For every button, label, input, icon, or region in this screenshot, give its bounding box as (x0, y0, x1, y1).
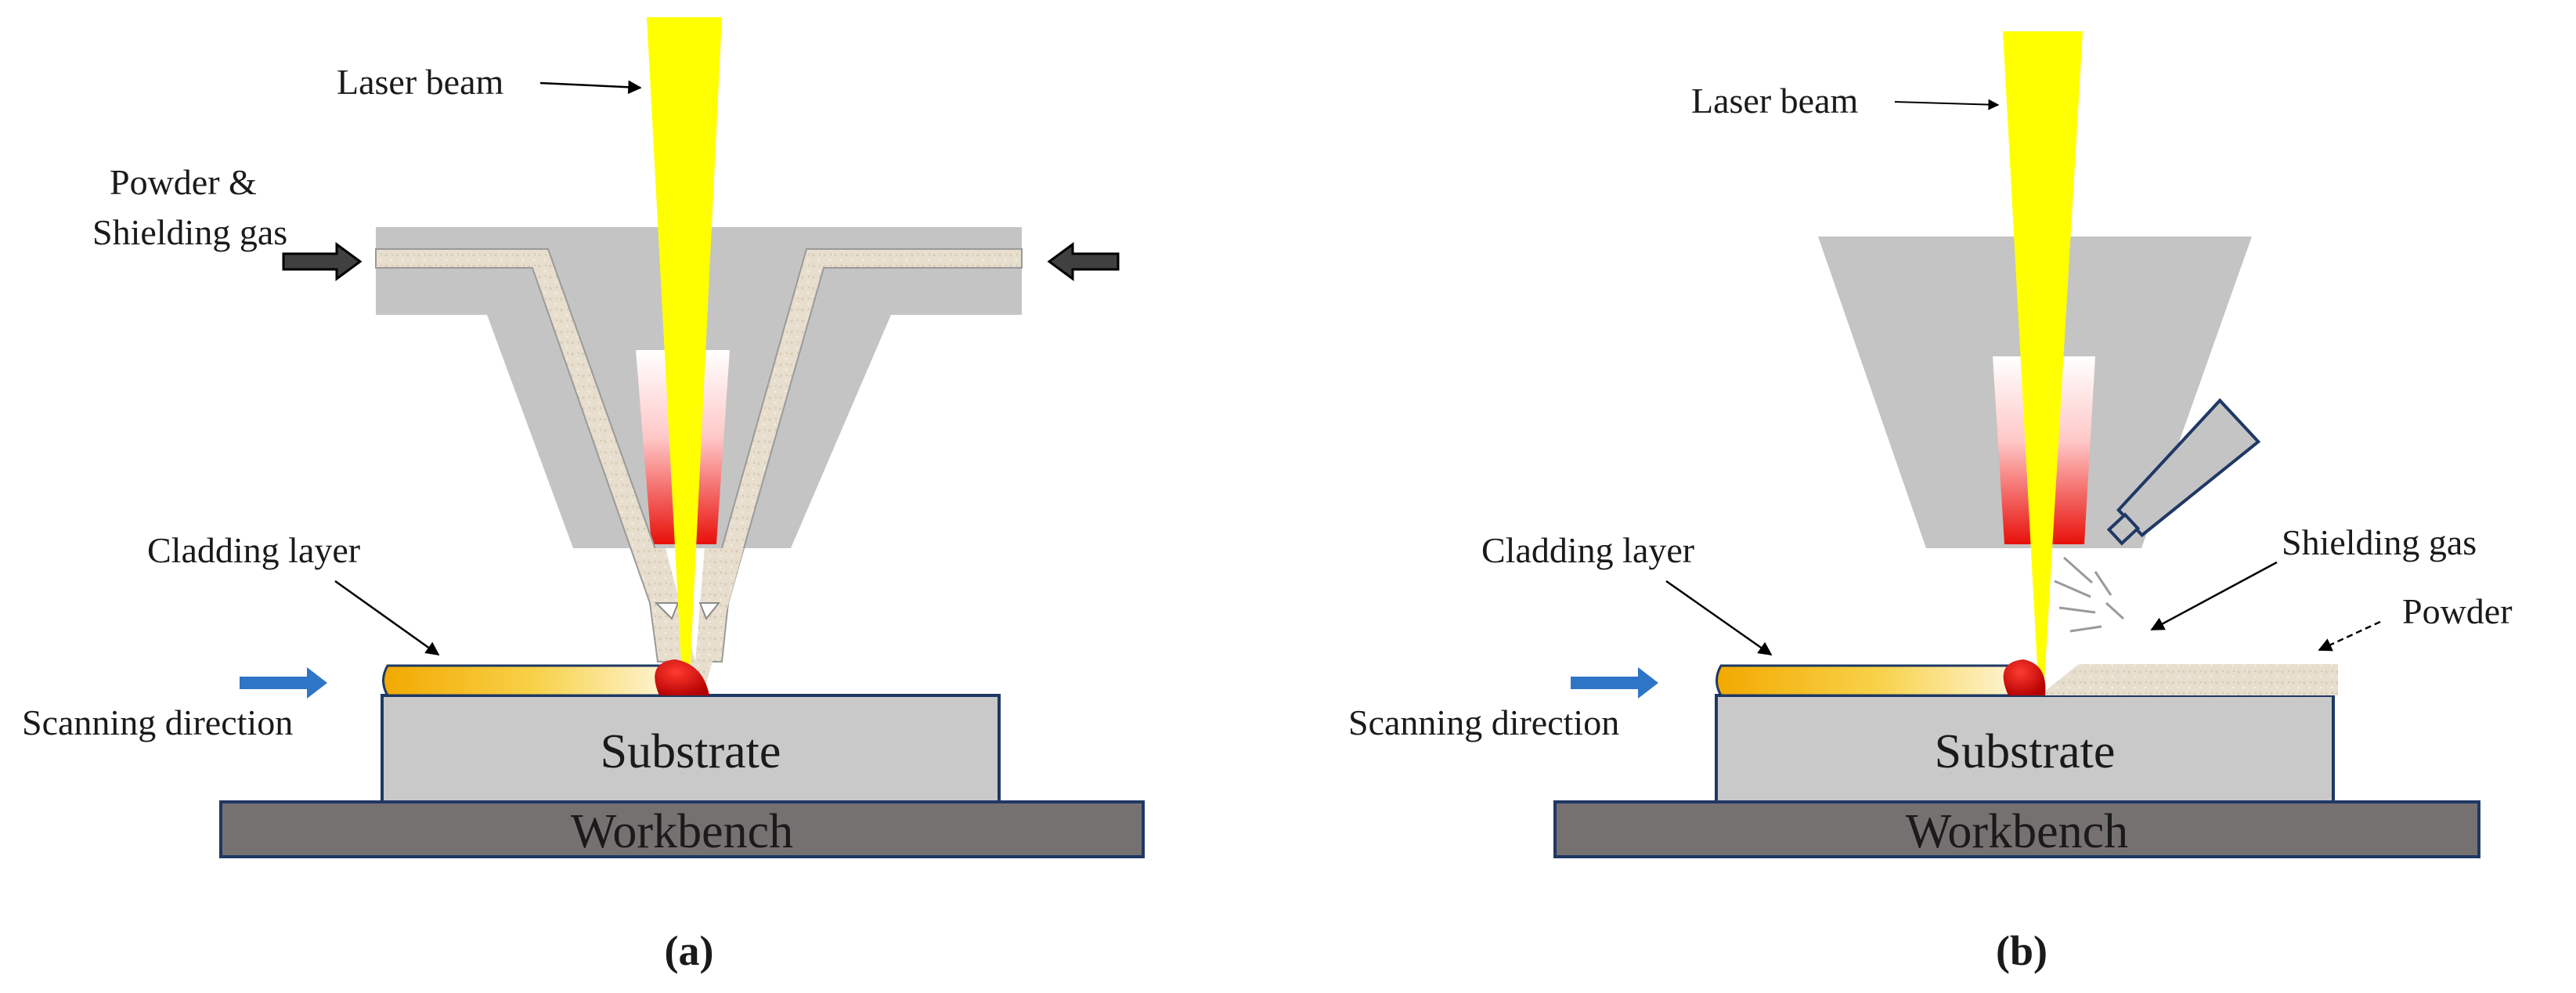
scanning-direction-label-a: Scanning direction (22, 702, 293, 742)
laser-beam-label-b: Laser beam (1691, 81, 1858, 121)
scan-arrow-b (1571, 667, 1658, 699)
workbench-b: Workbench (1553, 800, 2480, 858)
powder-label: Powder (2402, 591, 2513, 631)
melt-pool-a (655, 659, 709, 695)
panel-b: Workbench Substrate (1348, 31, 2513, 974)
powder-stream-a (636, 548, 744, 689)
panel-a: Workbench Substrate Laser (22, 17, 1145, 974)
inlet-arrow-right (1047, 242, 1120, 281)
cladding-layer-b (1716, 664, 2012, 697)
gas-streaks (2054, 556, 2125, 633)
powder-bed (2040, 664, 2338, 695)
shielding-gas-nozzle (2106, 398, 2261, 546)
caption-b: (b) (1996, 927, 2047, 974)
workbench-label-a: Workbench (571, 805, 793, 858)
laser-pointer-b (1894, 99, 2000, 110)
substrate-a: Substrate (381, 694, 1001, 803)
workbench-label-b: Workbench (1906, 805, 2128, 858)
cladding-layer-a (382, 664, 663, 697)
laser-beam-label-a: Laser beam (337, 62, 503, 102)
powder-channel-right (703, 248, 1023, 663)
caption-a: (a) (665, 927, 714, 974)
substrate-label-b: Substrate (1935, 725, 2116, 778)
scan-arrow-a (240, 667, 327, 699)
powder-gas-label-line2: Shielding gas (92, 212, 287, 252)
substrate-label-a: Substrate (601, 725, 781, 778)
laser-beam-b (2003, 31, 2083, 695)
scanning-direction-label-b: Scanning direction (1348, 702, 1619, 742)
laser-pointer-a (539, 80, 642, 95)
shielding-gas-label: Shielding gas (2282, 522, 2477, 562)
inlet-arrow-left (282, 242, 363, 281)
substrate-b: Substrate (1715, 694, 2335, 803)
shielding-gas-pointer (2150, 561, 2278, 631)
workbench-a: Workbench (219, 800, 1145, 858)
powder-pointer (2318, 620, 2381, 652)
cladding-pointer-a (334, 580, 440, 656)
powder-gas-label-line1: Powder & (110, 162, 257, 202)
cladding-layer-label-b: Cladding layer (1481, 530, 1694, 570)
cladding-pointer-b (1665, 580, 1773, 656)
flow-arrowheads-a (654, 602, 721, 620)
cladding-layer-label-a: Cladding layer (147, 530, 360, 570)
melt-pool-b (2003, 659, 2046, 695)
laser-beam-a (647, 17, 722, 693)
powder-channel-left (375, 248, 676, 663)
